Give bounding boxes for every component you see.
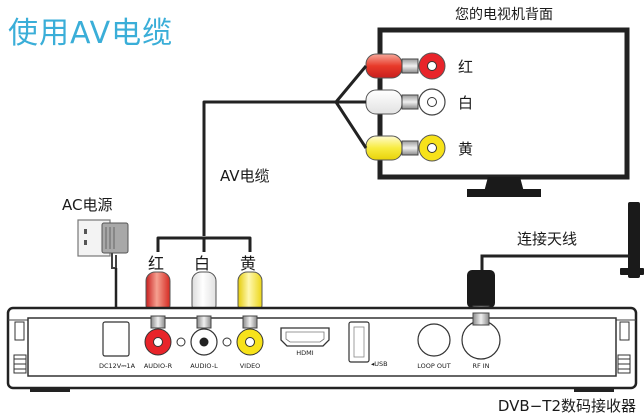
loop-out-label: LOOP OUT: [417, 362, 450, 370]
usb-label: ◂USB: [371, 360, 388, 368]
tv-plug-yellow: [365, 135, 403, 161]
indicator-dot: [222, 337, 232, 347]
hdmi-label: HDMI: [296, 349, 314, 357]
tv-port-white-center: [427, 97, 437, 107]
tv-port-red-center: [427, 61, 437, 71]
tv-plug-red: [365, 53, 403, 79]
plug-label-yellow: 黄: [240, 254, 256, 273]
tv-caption: 您的电视机背面: [455, 6, 553, 23]
tv-jack-yellow: 黄: [365, 134, 473, 162]
tv-plug-white: [365, 89, 403, 115]
tv-plug-yellow-tip: [401, 140, 419, 156]
tv-stand: [467, 189, 541, 197]
tv-jack-label-red: 红: [458, 58, 473, 76]
dc-in-label: DC12V⎓1A: [99, 362, 136, 370]
wall-outlet-slot: [84, 229, 87, 234]
antenna-rod: [628, 202, 640, 278]
plug-label-red: 红: [148, 254, 164, 273]
av-cable-fan-outer: [334, 65, 368, 149]
page-title: 使用AV电缆: [8, 16, 174, 51]
audio-l-port-center: [199, 337, 209, 347]
hdmi-port-inner: [285, 331, 325, 343]
tv-plug-white-tip: [401, 94, 419, 110]
audio-l-label: AUDIO-L: [190, 362, 218, 370]
power-adapter: [101, 222, 129, 254]
av-cable: [156, 65, 368, 252]
rf-plug-tip-inserted: [472, 312, 490, 326]
rf-in-port: [461, 320, 501, 360]
ac-power-label: AC电源: [62, 196, 112, 214]
tv-jack-red: 红: [365, 52, 473, 80]
video-port-center: [245, 337, 255, 347]
receiver: DC12V⎓1A AUDIO-R AUDIO-L VIDEO HDMI ◂USB…: [6, 306, 638, 392]
tv-back: 您的电视机背面 红 白 黄: [365, 6, 630, 197]
rf-in-label: RF IN: [472, 362, 489, 370]
hdmi-port: [280, 327, 330, 347]
ac-power: AC电源: [62, 196, 129, 322]
tv-jack-label-yellow: 黄: [458, 140, 473, 158]
plug-red-tip-inserted: [150, 315, 166, 329]
antenna-base: [620, 268, 644, 275]
vent-right-upper: [619, 321, 630, 341]
receiver-foot-left: [30, 388, 70, 392]
receiver-caption: DVB−T2数码接收器: [498, 397, 636, 415]
antenna: 连接天线: [467, 202, 644, 317]
tv-jack-label-white: 白: [458, 94, 473, 112]
av-cable-label: AV电缆: [220, 167, 270, 185]
inserted-tips: [150, 312, 490, 329]
wall-outlet-slot: [84, 240, 87, 245]
vent-right: [617, 321, 631, 374]
audio-r-port-center: [153, 337, 163, 347]
power-cord-neck: [111, 253, 117, 269]
plug-white-tip-inserted: [196, 315, 212, 329]
plug-label-white: 白: [194, 254, 210, 273]
tv-port-yellow-center: [427, 143, 437, 153]
tv-plug-red-tip: [401, 58, 419, 74]
av-cable-main: [202, 100, 336, 236]
rf-plug: [467, 270, 495, 308]
usb-port: [348, 321, 370, 363]
loop-out-port: [417, 323, 451, 357]
antenna-cable: [480, 254, 630, 270]
vent-left-upper: [14, 321, 25, 341]
rca-plugs: 红 白 黄: [145, 254, 263, 324]
vent-left: [13, 321, 27, 374]
audio-r-label: AUDIO-R: [144, 362, 173, 370]
tv-neck: [484, 177, 524, 192]
usb-port-inner: [353, 326, 365, 358]
video-label: VIDEO: [240, 362, 261, 370]
dc-in-port: [102, 321, 130, 357]
plug-yellow-tip-inserted: [242, 315, 258, 329]
receiver-foot-right: [574, 388, 614, 392]
indicator-dot: [176, 337, 186, 347]
antenna-label: 连接天线: [517, 230, 577, 248]
